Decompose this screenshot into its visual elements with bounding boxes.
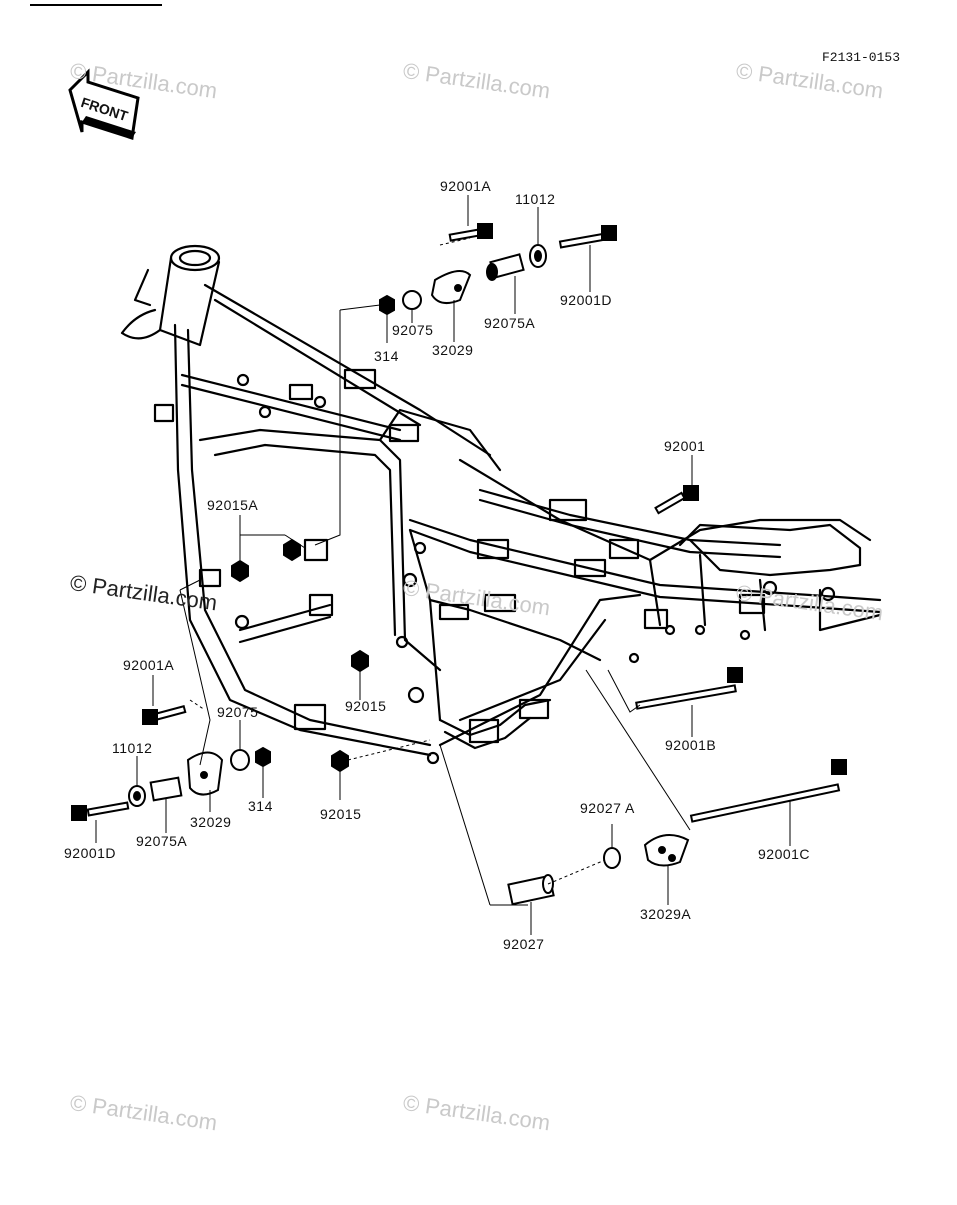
- hardware-parts: [71, 223, 847, 906]
- part-label-92027: 92027: [503, 936, 545, 952]
- bolt-92001C-icon: [689, 759, 847, 823]
- part-label-92001A: 92001A: [123, 657, 175, 673]
- part-label-32029: 32029: [432, 342, 474, 358]
- bolt-92001B-icon: [635, 667, 743, 710]
- collar-92075A-left-icon: [149, 776, 183, 802]
- part-label-314: 314: [248, 798, 273, 814]
- leader-lines: [95, 195, 791, 935]
- figure-code: F2131-0153: [822, 50, 901, 65]
- collar-92027-icon: [507, 874, 555, 906]
- bolt-92001D-left-icon: [71, 801, 130, 821]
- part-label-11012: 11012: [515, 191, 556, 207]
- bolt-92001-icon: [654, 485, 699, 515]
- nut-314-top-icon: [379, 294, 395, 316]
- spacer-92075-left-icon: [230, 749, 250, 771]
- part-label-32029A: 32029A: [640, 906, 692, 922]
- part-label-92001B: 92001B: [665, 737, 717, 753]
- part-label-92015A: 92015A: [207, 497, 259, 513]
- part-label-92015: 92015: [320, 806, 362, 822]
- part-label-92001C: 92001C: [758, 846, 811, 862]
- part-label-92075A: 92075A: [484, 315, 536, 331]
- washer-11012-left-icon: [128, 785, 146, 807]
- part-label-11012: 11012: [112, 740, 153, 756]
- part-label-32029: 32029: [190, 814, 232, 830]
- part-label-92075: 92075: [217, 704, 259, 720]
- washer-11012-top-icon: [529, 244, 547, 268]
- part-label-92001: 92001: [664, 438, 706, 454]
- collar-92075A-top-icon: [486, 253, 525, 281]
- part-label-314: 314: [374, 348, 399, 364]
- nut-314-left-icon: [255, 746, 271, 768]
- bolt-92001A-left-icon: [142, 704, 187, 725]
- nut-92015-low-icon: [331, 749, 349, 773]
- part-label-92075A: 92075A: [136, 833, 188, 849]
- spacer-92027A-icon: [603, 847, 621, 869]
- part-label-92001D: 92001D: [64, 845, 117, 861]
- nut-92015A-icon: [231, 538, 301, 583]
- part-label-92015: 92015: [345, 698, 387, 714]
- part-label-92075: 92075: [392, 322, 434, 338]
- part-label-92001D: 92001D: [560, 292, 613, 308]
- spacer-92075-top-icon: [402, 290, 422, 310]
- bracket-32029A-icon: [643, 834, 690, 867]
- bracket-32029-left-icon: [186, 751, 224, 796]
- bolt-92001A-top-icon: [448, 223, 493, 242]
- bracket-32029-top-icon: [430, 270, 472, 305]
- front-arrow-icon: [68, 68, 140, 140]
- bolt-92001D-top-icon: [558, 225, 617, 249]
- motorcycle-frame: [120, 244, 882, 765]
- part-label-92027A: 92027 A: [580, 800, 635, 816]
- nut-92015-mid-icon: [351, 649, 369, 673]
- part-label-92001A: 92001A: [440, 178, 492, 194]
